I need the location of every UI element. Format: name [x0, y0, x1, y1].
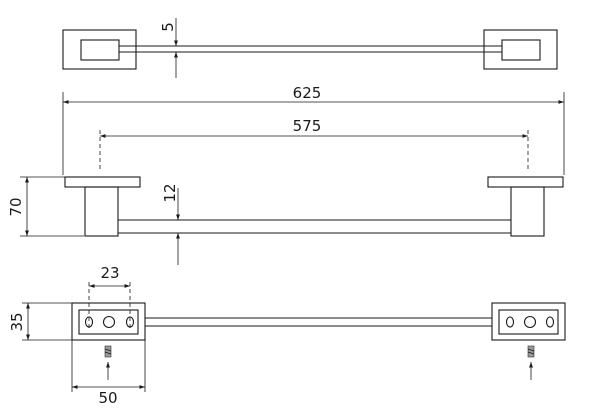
- dim-pipe-diameter: 5: [159, 22, 177, 32]
- left-bracket-arm: [84, 186, 119, 237]
- left-wall-plate: [62, 29, 137, 70]
- right-plate-recess: [501, 39, 541, 61]
- right-bracket-arm: [510, 186, 545, 237]
- right-slot-hole-2: [545, 316, 555, 328]
- dim-overall-length: 625: [293, 84, 322, 102]
- side-view: 625 575 12 70: [7, 84, 565, 265]
- left-screw-icon: [104, 345, 112, 358]
- right-slot-hole-1: [505, 316, 515, 328]
- dim-plate-height: 35: [8, 312, 26, 331]
- front-view: 23 35: [8, 264, 566, 407]
- left-front-plate: [71, 302, 146, 341]
- left-plate-recess: [80, 39, 120, 61]
- dim-bracket-height: 70: [7, 197, 25, 216]
- dim-plate-width: 50: [98, 389, 117, 407]
- dim-mount-spacing: 575: [293, 117, 322, 135]
- right-center-hole: [523, 315, 537, 329]
- left-slot-hole-2: [125, 316, 135, 328]
- right-bracket-plate: [487, 176, 564, 188]
- right-front-inner: [498, 309, 559, 335]
- left-front-inner: [78, 309, 139, 335]
- left-bracket-plate: [64, 176, 141, 188]
- right-wall-plate: [483, 29, 558, 70]
- right-front-plate: [491, 302, 566, 341]
- left-center-hole: [102, 315, 116, 329]
- dim-hole-spacing: 23: [100, 264, 119, 282]
- right-screw-icon: [527, 345, 535, 358]
- left-slot-hole-1: [84, 316, 94, 328]
- dim-bar-offset: 12: [161, 183, 179, 202]
- top-view: 5: [62, 18, 558, 78]
